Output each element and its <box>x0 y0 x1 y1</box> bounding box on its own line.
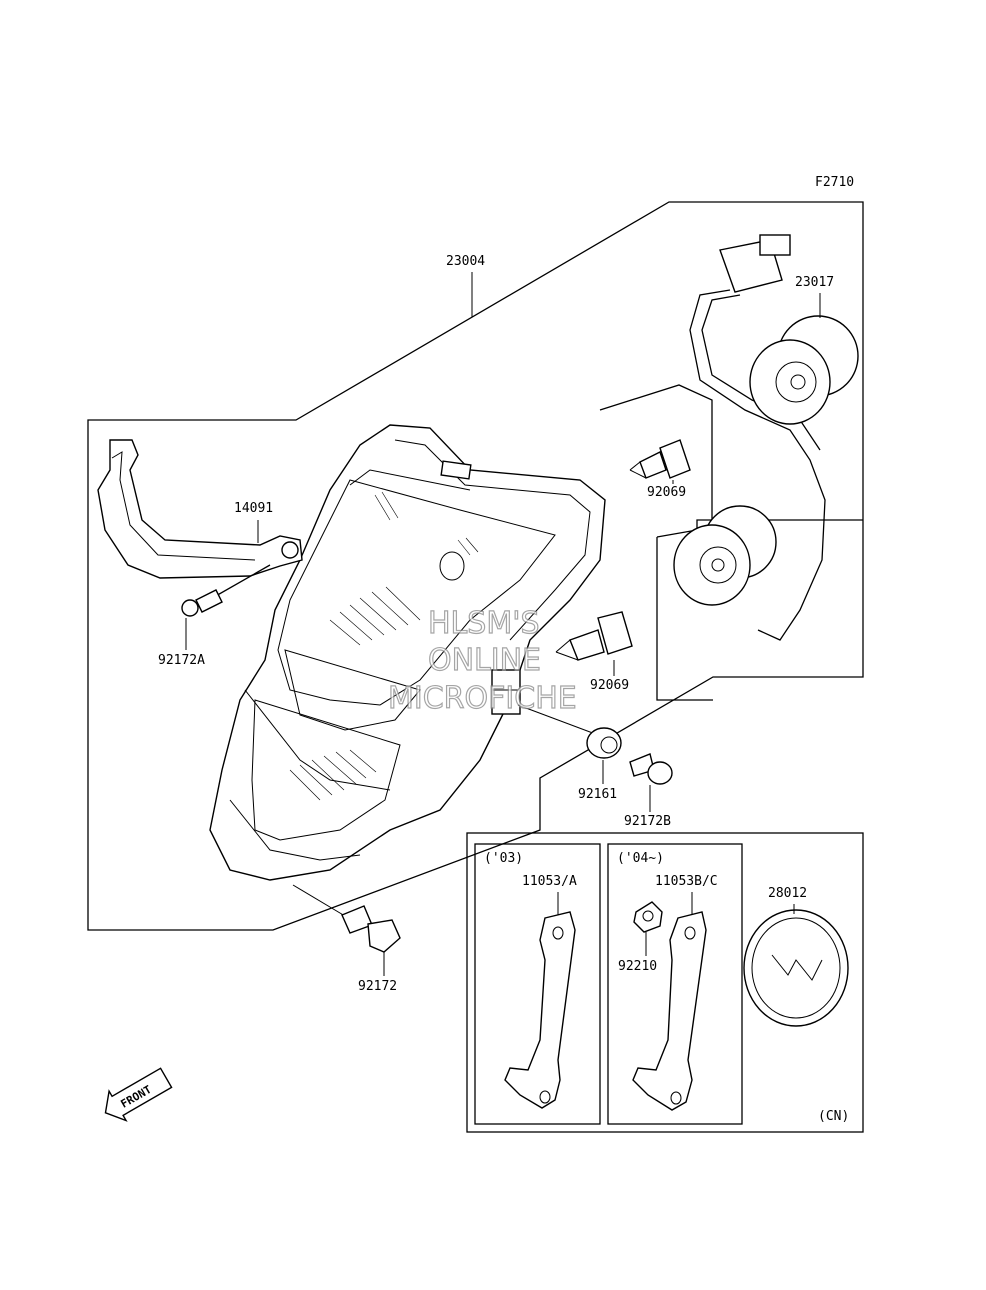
bulb-92069-upper <box>629 439 691 479</box>
callout-92172: 92172 <box>358 979 397 994</box>
assembly-outline <box>87 201 864 931</box>
svg-text:HLSM'S: HLSM'S <box>428 606 540 641</box>
variant-04-box <box>607 843 743 1125</box>
callout-28012: 28012 <box>768 886 807 901</box>
variant-03-label: ('03) <box>484 851 523 866</box>
svg-text:MICROFICHE: MICROFICHE <box>388 681 577 716</box>
label-plate-28012 <box>743 909 849 1027</box>
callout-92172B: 92172B <box>624 814 671 829</box>
bulb-92069-lower <box>555 611 633 661</box>
screw-92172B <box>629 753 673 785</box>
stay-11053BC <box>632 911 707 1111</box>
variant-cn-label: (CN) <box>818 1109 849 1124</box>
callout-11053A: 11053/A <box>522 874 577 889</box>
callout-92210: 92210 <box>618 959 657 974</box>
watermark: HLSM'S ONLINE MICROFICHE <box>387 605 577 716</box>
variant-04-label: ('04~) <box>617 851 664 866</box>
figure-code: F2710 <box>815 175 854 190</box>
grommet-92161 <box>517 704 622 759</box>
callout-11053BC: 11053B/C <box>655 874 718 889</box>
front-arrow-icon: FRONT <box>104 1067 173 1122</box>
callout-14091: 14091 <box>234 501 273 516</box>
svg-text:ONLINE: ONLINE <box>428 643 541 678</box>
variant-03-box <box>474 843 601 1125</box>
bolt-92172 <box>341 905 401 953</box>
callout-92069-upper: 92069 <box>647 485 686 500</box>
socket-assembly-23017 <box>673 234 859 641</box>
screw-92172A <box>181 564 271 617</box>
socket-subbox <box>656 519 863 538</box>
bulb-subbox <box>599 384 713 520</box>
callout-23004: 23004 <box>446 254 485 269</box>
bracket-14091 <box>97 439 303 579</box>
stay-11053A <box>504 911 576 1109</box>
headlight-assembly <box>209 424 606 881</box>
callout-23017: 23017 <box>795 275 834 290</box>
callout-92172A: 92172A <box>158 653 205 668</box>
variant-box <box>466 832 864 1133</box>
nut-92210 <box>633 901 663 933</box>
callout-92069-lower: 92069 <box>590 678 629 693</box>
callout-92161: 92161 <box>578 787 617 802</box>
